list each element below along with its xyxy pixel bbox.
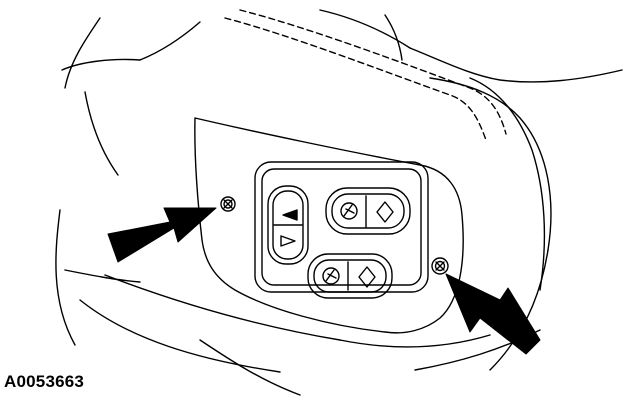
vertical-rocker-inner bbox=[272, 190, 304, 260]
dashed-trim-lines bbox=[224, 9, 507, 141]
triangle-left-icon bbox=[282, 209, 298, 221]
arrow-icon bbox=[107, 207, 217, 263]
upper-rocker-inner bbox=[331, 193, 405, 229]
vertical-rocker-switch bbox=[267, 185, 309, 265]
upper-rocker-switch bbox=[325, 187, 411, 235]
seat-recline-icon bbox=[322, 267, 340, 285]
seat-recline-icon bbox=[340, 202, 358, 220]
switch-bezel bbox=[194, 117, 464, 334]
screw-right-icon bbox=[431, 257, 449, 275]
seat-contour-lines bbox=[55, 9, 623, 396]
arrow-icon bbox=[445, 273, 541, 355]
lower-rocker-inner bbox=[313, 259, 387, 293]
diamond-up-icon bbox=[376, 201, 394, 223]
figure-id-label: A0053663 bbox=[4, 372, 85, 391]
lower-rocker-switch bbox=[307, 253, 393, 299]
screw-left-icon bbox=[220, 196, 236, 212]
switch-housing-inner bbox=[261, 168, 422, 286]
diamond-up-icon bbox=[358, 266, 376, 288]
triangle-right-icon bbox=[280, 235, 296, 247]
